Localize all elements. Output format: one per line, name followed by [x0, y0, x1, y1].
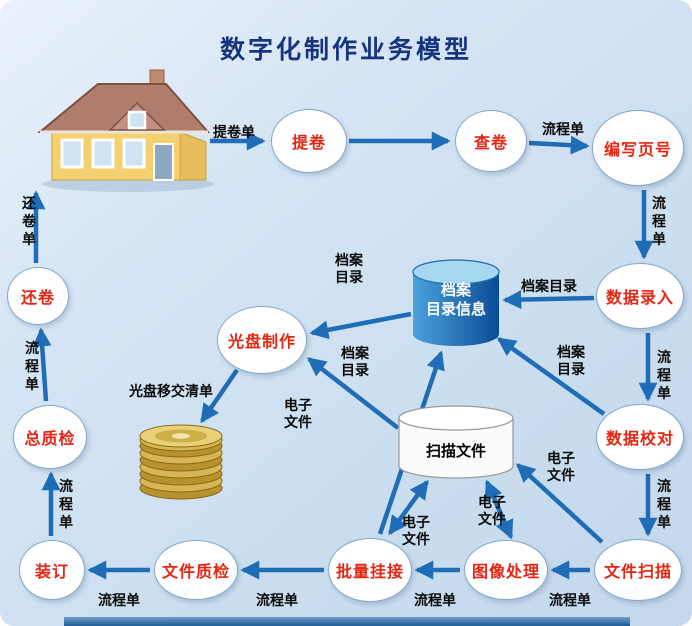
scanfile-cylinder-outline — [398, 418, 514, 479]
edge-label-efile-image-process: 电子 文件 — [478, 494, 506, 527]
node-check-file: 查卷 — [455, 110, 527, 172]
arrow-disc-to-cdstack — [200, 368, 239, 424]
catalog-cylinder-top — [412, 259, 500, 285]
datastore-scanfile — [398, 405, 514, 479]
flow-arrows — [26, 131, 658, 580]
node-file-qc: 文件质检 — [154, 540, 238, 600]
cd-stack — [139, 424, 223, 500]
node-retrieve-file: 提卷 — [271, 109, 347, 173]
edge-label-catalog-dir-disc: 档案 目录 — [335, 252, 363, 285]
arrow-scandb-to-disc — [306, 357, 400, 430]
house-dormer-window — [127, 110, 147, 130]
node-data-entry: 数据录入 — [596, 263, 684, 329]
edge-label-efile-scan: 电子 文件 — [547, 450, 575, 483]
node-file-scan: 文件扫描 — [594, 539, 682, 601]
node-binding: 装订 — [19, 540, 85, 600]
arrow-scandb-batchlink — [388, 479, 429, 536]
edge-label-process-slip-top: 流程单 — [542, 121, 584, 137]
node-batch-link: 批量挂接 — [328, 538, 412, 602]
edge-label-catalog-dir-proofread: 档案 目录 — [557, 344, 585, 377]
diagram-title: 数字化制作业务模型 — [219, 36, 472, 64]
edge-label-process-slip-bottom-2: 流程单 — [414, 592, 456, 608]
edge-label-efile-disc: 电子 文件 — [284, 397, 312, 430]
node-label: 文件扫描 — [603, 564, 672, 581]
edge-label-retrieval-slip: 提卷单 — [213, 124, 255, 140]
node-write-page-numbers: 编写页号 — [592, 110, 684, 186]
edge-label-process-slip-left-1: 流程单 — [59, 478, 73, 530]
edge-label-process-slip-bottom-1: 流程单 — [549, 592, 591, 608]
datastore-scanfile-label: 扫描文件 — [425, 443, 486, 460]
arrow-proofread-to-catalogdb — [496, 337, 606, 416]
edge-label-disc-handover-list: 光盘移交清单 — [129, 383, 213, 399]
house-window — [91, 138, 115, 169]
house-illustration — [37, 69, 214, 192]
edge-label-process-slip-right-1: 流程单 — [652, 195, 666, 247]
house-annex — [179, 131, 207, 181]
house-window — [122, 138, 146, 169]
edge-label-efile-batch-link: 电子 文件 — [402, 514, 430, 547]
node-label: 光盘制作 — [227, 334, 296, 351]
edge-label-process-slip-bottom-4: 流程单 — [98, 592, 140, 608]
edge-label-process-slip-right-2: 流程单 — [657, 349, 671, 401]
node-label: 提卷 — [291, 135, 326, 152]
edge-label-process-slip-bottom-3: 流程单 — [256, 592, 298, 608]
house-window — [60, 138, 84, 169]
node-label: 图像处理 — [471, 564, 540, 581]
node-label: 总质检 — [24, 431, 76, 448]
arrow-entry-to-catalogdb — [502, 290, 595, 310]
node-label: 还卷 — [20, 290, 55, 307]
catalog-cylinder-bottom — [413, 322, 499, 346]
edge-label-catalog-dir-entry: 档案目录 — [521, 278, 577, 294]
datastore-catalog-label: 档案 目录信息 — [425, 282, 486, 318]
node-final-qc: 总质检 — [13, 405, 87, 469]
node-label: 数据录入 — [605, 290, 674, 307]
edge-label-catalog-dir-batch: 档案 目录 — [341, 345, 369, 378]
node-label: 文件质检 — [161, 564, 230, 581]
datastore-catalog — [412, 259, 500, 346]
node-data-proofread: 数据校对 — [596, 404, 684, 470]
arrow-scan-to-scandb — [516, 463, 604, 544]
node-label: 装订 — [34, 564, 69, 581]
node-label: 批量挂接 — [335, 564, 404, 581]
edge-label-process-slip-left-2: 流程单 — [25, 340, 39, 392]
arrow-finalqc-to-return — [32, 327, 52, 402]
node-disc-production: 光盘制作 — [217, 306, 307, 374]
edge-label-process-slip-right-3: 流程单 — [657, 478, 671, 530]
edge-label-return-slip: 还卷单 — [22, 195, 36, 247]
arrow-catalogdb-to-disc — [309, 311, 412, 340]
house-door — [153, 143, 174, 181]
node-image-process: 图像处理 — [464, 540, 548, 600]
node-label: 数据校对 — [605, 431, 674, 448]
scanfile-cylinder-top — [398, 405, 514, 431]
node-label: 查卷 — [473, 135, 508, 152]
node-label: 编写页号 — [603, 142, 672, 159]
bottom-bar — [64, 617, 630, 626]
node-return-file: 还卷 — [7, 267, 69, 325]
arrow-scandb-imageprocess — [484, 479, 514, 540]
arrow-check-to-pagenum — [528, 135, 590, 155]
